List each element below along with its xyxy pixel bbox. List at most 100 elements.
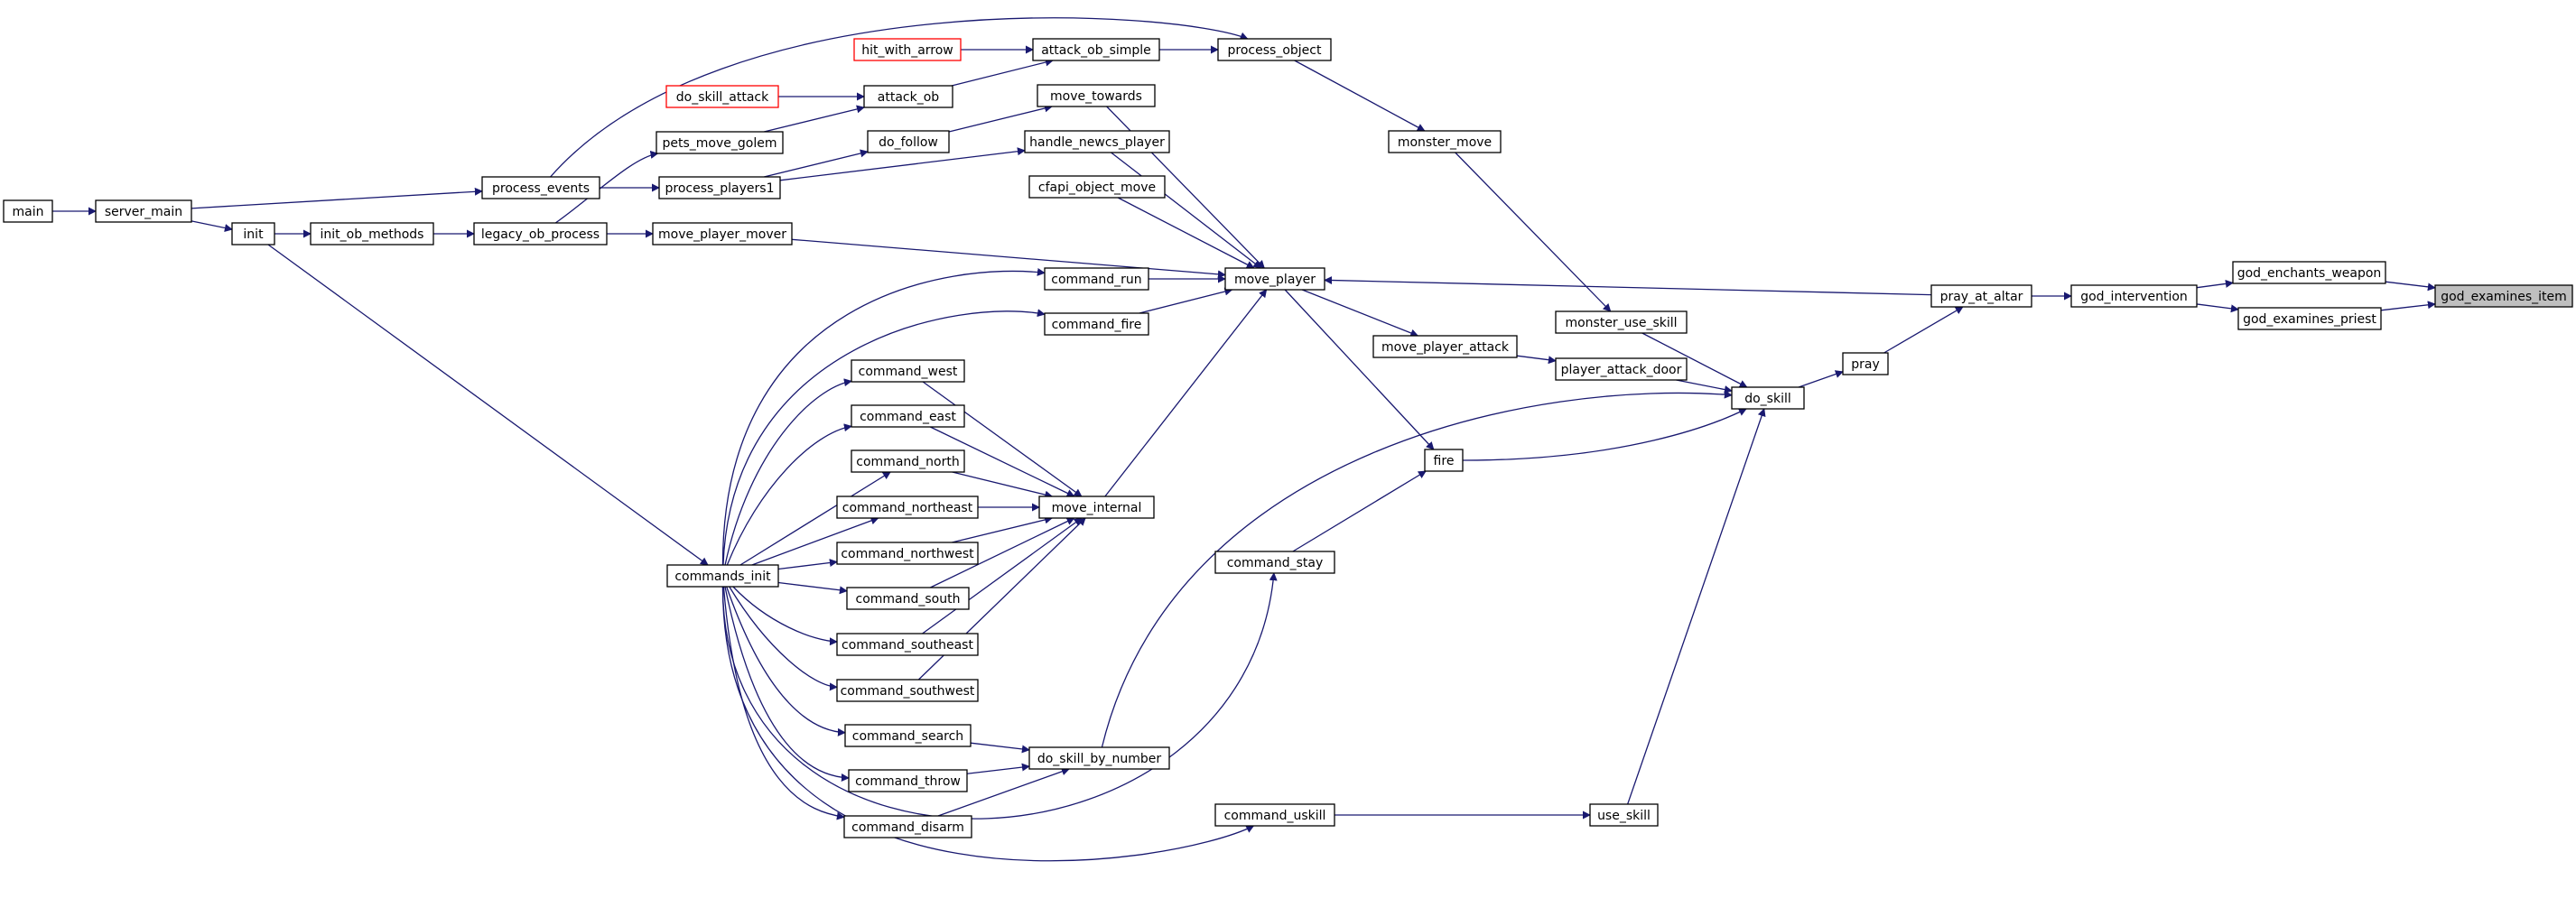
node-attack-ob[interactable]: attack_ob: [863, 85, 953, 108]
node-god-examines-priest[interactable]: god_examines_priest: [2237, 307, 2382, 330]
node-move-internal[interactable]: move_internal: [1038, 496, 1155, 519]
node-label: god_examines_priest: [2243, 312, 2376, 327]
node-server-main[interactable]: server_main: [95, 199, 192, 223]
node-command-disarm[interactable]: command_disarm: [843, 815, 972, 838]
call-edge-god-examines-priest-to-god-examines-item: [2380, 301, 2436, 311]
node-pets-move-golem[interactable]: pets_move_golem: [656, 131, 784, 154]
call-edge-server-main-to-process-events: [191, 187, 483, 209]
node-pray-at-altar[interactable]: pray_at_altar: [1930, 284, 2032, 308]
node-label: do_skill_attack: [676, 90, 769, 105]
call-edge-move-player-to-move-player-attack: [1301, 289, 1419, 338]
node-box: [853, 38, 962, 61]
node-label: monster_move: [1398, 135, 1492, 150]
node-monster-move[interactable]: monster_move: [1388, 130, 1502, 153]
call-edge-do-skill-by-number-to-do-skill: [1101, 390, 1733, 748]
node-command-northeast[interactable]: command_northeast: [836, 496, 979, 519]
node-box: [1731, 386, 1805, 410]
call-edge-move-internal-to-move-player: [1104, 289, 1268, 497]
node-command-southwest[interactable]: command_southwest: [836, 679, 979, 702]
node-command-east[interactable]: command_east: [851, 404, 965, 428]
node-use-skill[interactable]: use_skill: [1589, 803, 1659, 827]
node-label: move_internal: [1052, 501, 1142, 515]
node-command-southeast[interactable]: command_southeast: [836, 633, 979, 656]
node-do-follow[interactable]: do_follow: [867, 130, 950, 153]
call-edge-legacy-ob-process-to-pets-move-golem: [554, 150, 659, 224]
node-do-skill-by-number[interactable]: do_skill_by_number: [1028, 746, 1170, 770]
node-process-object[interactable]: process_object: [1217, 38, 1332, 61]
node-label: command_stay: [1227, 556, 1324, 570]
node-move-towards[interactable]: move_towards: [1037, 84, 1156, 107]
node-init[interactable]: init: [231, 222, 275, 245]
node-attack-ob-simple[interactable]: attack_ob_simple: [1032, 38, 1160, 61]
node-pray[interactable]: pray: [1842, 352, 1889, 375]
call-edge-pets-move-golem-to-attack-ob: [764, 105, 865, 133]
node-label: player_attack_door: [1561, 363, 1682, 377]
node-label: command_northeast: [842, 501, 973, 515]
node-box: [95, 199, 192, 223]
node-monster-use-skill[interactable]: monster_use_skill: [1555, 310, 1688, 334]
call-edge-command-fire-to-move-player: [1139, 287, 1233, 314]
call-edge-move-player-attack-to-player-attack-door: [1516, 355, 1557, 365]
node-label: move_player: [1234, 273, 1316, 287]
node-command-run[interactable]: command_run: [1044, 267, 1149, 291]
node-label: move_towards: [1050, 89, 1142, 104]
node-box: [851, 404, 965, 428]
call-edge-player-attack-door-to-do-skill: [1676, 379, 1733, 394]
call-edge-pray-at-altar-to-move-player: [1324, 276, 1932, 296]
node-god-enchants-weapon[interactable]: god_enchants_weapon: [2232, 261, 2386, 284]
node-do-skill[interactable]: do_skill: [1731, 386, 1805, 410]
node-hit-with-arrow[interactable]: hit_with_arrow: [853, 38, 962, 61]
node-command-fire[interactable]: command_fire: [1044, 312, 1149, 336]
node-cfapi-object-move[interactable]: cfapi_object_move: [1028, 175, 1166, 199]
node-box: [2237, 307, 2382, 330]
node-box: [846, 587, 970, 610]
node-box: [1217, 38, 1332, 61]
call-edge-god-intervention-to-god-enchants-weapon: [2196, 279, 2234, 289]
node-fire[interactable]: fire: [1424, 449, 1464, 472]
node-box: [1037, 84, 1156, 107]
node-handle-newcs-player[interactable]: handle_newcs_player: [1024, 130, 1170, 153]
call-edge-handle-newcs-player-to-move-player: [1111, 152, 1262, 269]
node-box: [1044, 267, 1149, 291]
node-label: command_northwest: [841, 547, 974, 561]
node-legacy-ob-process[interactable]: legacy_ob_process: [473, 222, 608, 245]
node-box: [1424, 449, 1464, 472]
node-label: do_skill_by_number: [1037, 752, 1162, 766]
node-move-player-attack[interactable]: move_player_attack: [1372, 335, 1518, 358]
node-command-south[interactable]: command_south: [846, 587, 970, 610]
node-command-stay[interactable]: command_stay: [1214, 551, 1335, 574]
node-command-west[interactable]: command_west: [851, 359, 965, 383]
node-commands-init[interactable]: commands_init: [666, 564, 779, 588]
node-process-players1[interactable]: process_players1: [658, 176, 781, 199]
node-command-search[interactable]: command_search: [844, 724, 972, 747]
node-move-player[interactable]: move_player: [1224, 267, 1325, 291]
node-do-skill-attack[interactable]: do_skill_attack: [665, 85, 779, 108]
node-label: attack_ob: [878, 90, 940, 105]
call-edge-process-players1-to-do-follow: [764, 149, 869, 178]
node-move-player-mover[interactable]: move_player_mover: [652, 222, 793, 245]
node-command-north[interactable]: command_north: [851, 449, 965, 473]
node-god-intervention[interactable]: god_intervention: [2070, 284, 2198, 308]
call-edge-commands-init-to-command-northeast: [751, 516, 879, 566]
node-label: god_enchants_weapon: [2237, 266, 2382, 281]
node-label: command_southeast: [842, 638, 973, 653]
node-player-attack-door[interactable]: player_attack_door: [1555, 357, 1688, 381]
call-edge-god-enchants-weapon-to-god-examines-item: [2385, 281, 2436, 292]
node-process-events[interactable]: process_events: [481, 176, 600, 199]
node-init-ob-methods[interactable]: init_ob_methods: [310, 222, 434, 245]
call-edge-monster-use-skill-to-do-skill: [1641, 332, 1748, 388]
node-box: [1842, 352, 1889, 375]
node-god-examines-item[interactable]: god_examines_item: [2434, 284, 2573, 308]
call-edge-commands-init-to-command-northwest: [777, 559, 838, 570]
node-label: hit_with_arrow: [861, 43, 953, 58]
node-command-throw[interactable]: command_throw: [848, 769, 968, 792]
node-box: [2232, 261, 2386, 284]
node-label: command_search: [852, 729, 963, 744]
call-edge-command-north-to-move-internal: [952, 471, 1054, 499]
node-box: [481, 176, 600, 199]
node-command-northwest[interactable]: command_northwest: [836, 542, 979, 565]
node-command-uskill[interactable]: command_uskill: [1214, 803, 1335, 827]
node-box: [231, 222, 275, 245]
node-main[interactable]: main: [3, 199, 53, 223]
